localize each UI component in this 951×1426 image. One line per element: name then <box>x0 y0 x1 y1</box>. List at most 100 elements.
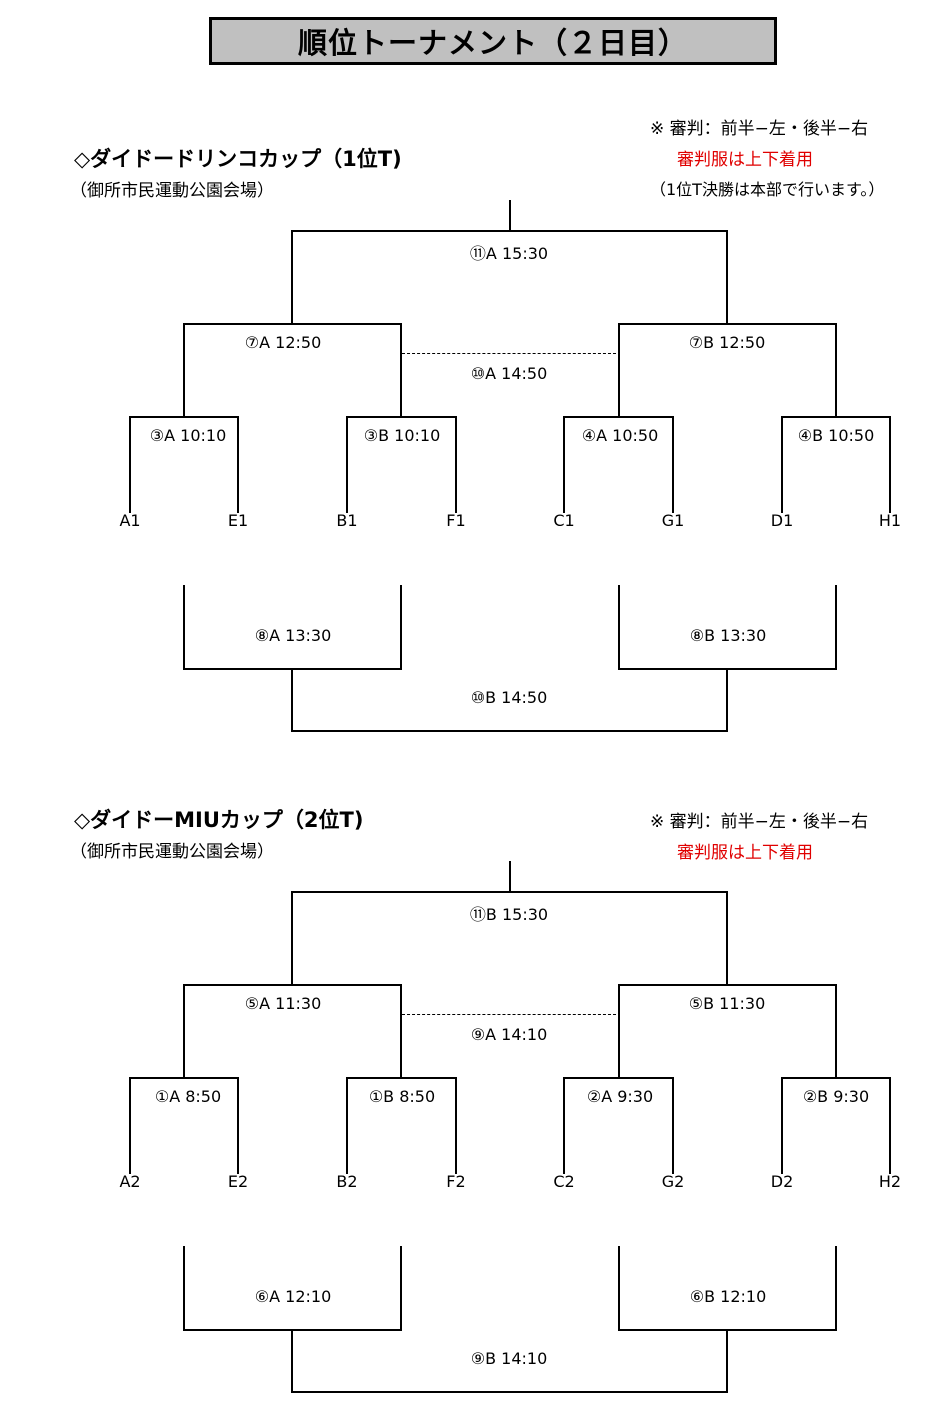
quarterfinal-1-label: ①A 8:50 <box>154 1087 222 1106</box>
team-slot: G2 <box>661 1172 685 1191</box>
bracket-line <box>455 1077 457 1174</box>
quarterfinal-2-label: ③B 10:10 <box>363 426 441 445</box>
bracket-line <box>129 1077 239 1079</box>
team-slot: C1 <box>553 511 575 530</box>
quarterfinal-4-label: ②B 9:30 <box>802 1087 870 1106</box>
page-title: 順位トーナメント（２日目） <box>209 17 777 65</box>
consolation-left-label: ⑧A 13:30 <box>254 626 332 645</box>
bracket-line <box>237 416 239 513</box>
bracket-line <box>781 416 783 513</box>
bracket-line <box>291 891 728 893</box>
quarterfinal-3-label: ④A 10:50 <box>581 426 659 445</box>
bracket-line <box>183 984 402 986</box>
bracket-line <box>563 1077 674 1079</box>
bracket-line <box>183 585 185 668</box>
bracket-line <box>346 1077 348 1174</box>
semifinal-left-label: ⑤A 11:30 <box>244 994 322 1013</box>
bracket-line <box>183 984 185 1077</box>
bracket-line <box>618 323 837 325</box>
team-slot: E2 <box>227 1172 249 1191</box>
bracket-line <box>835 1246 837 1329</box>
bracket-line <box>455 416 457 513</box>
bracket-line <box>129 416 131 513</box>
team-slot: B1 <box>336 511 358 530</box>
bracket-line <box>726 668 728 730</box>
bracket-line <box>618 984 837 986</box>
bracket-line <box>781 416 891 418</box>
section1-heading: ◇ダイドードリンコカップ（1位T) <box>74 147 402 171</box>
third-place-match-label: ⑨A 14:10 <box>470 1025 548 1044</box>
final-match-label: ⑪B 15:30 <box>469 905 549 924</box>
bracket-line <box>672 1077 674 1174</box>
bracket-line <box>726 891 728 984</box>
section1-venue: （御所市民運動公園会場） <box>70 181 274 201</box>
section1-final-note: （1位T決勝は本部で行います。） <box>650 180 885 199</box>
consolation-right-label: ⑥B 12:10 <box>689 1287 767 1306</box>
bracket-line <box>835 984 837 1077</box>
bracket-line <box>509 861 511 891</box>
semifinal-left-label: ⑦A 12:50 <box>244 333 322 352</box>
bracket-line <box>346 1077 457 1079</box>
bracket-line <box>400 585 402 668</box>
bracket-line <box>618 984 620 1077</box>
team-slot: D1 <box>770 511 794 530</box>
bracket-line <box>509 200 511 230</box>
consolation-left-label: ⑥A 12:10 <box>254 1287 332 1306</box>
bracket-line <box>835 585 837 668</box>
consolation-final-label: ⑨B 14:10 <box>470 1349 548 1368</box>
bracket-line <box>129 416 239 418</box>
bracket-line <box>618 1246 620 1329</box>
bracket-line <box>291 230 293 323</box>
bracket-line <box>781 1077 783 1174</box>
team-slot: F2 <box>446 1172 466 1191</box>
bracket-line <box>726 1329 728 1391</box>
section1-referee-note: ※ 審判：前半−左・後半−右 <box>650 119 869 139</box>
section2-venue: （御所市民運動公園会場） <box>70 842 274 862</box>
bracket-line <box>291 668 293 730</box>
bracket-line <box>835 323 837 416</box>
bracket-line <box>400 323 402 416</box>
final-match-label: ⑪A 15:30 <box>469 244 549 263</box>
team-slot: D2 <box>770 1172 794 1191</box>
team-slot: H2 <box>878 1172 902 1191</box>
team-slot: G1 <box>661 511 685 530</box>
section1-uniform-note: 審判服は上下着用 <box>677 150 813 170</box>
consolation-right-label: ⑧B 13:30 <box>689 626 767 645</box>
quarterfinal-3-label: ②A 9:30 <box>586 1087 654 1106</box>
third-place-connector <box>402 353 616 354</box>
team-slot: C2 <box>553 1172 575 1191</box>
bracket-line <box>237 1077 239 1174</box>
section2-referee-note: ※ 審判：前半−左・後半−右 <box>650 812 869 832</box>
bracket-line <box>400 1246 402 1329</box>
bracket-line <box>183 323 185 416</box>
bracket-line <box>672 416 674 513</box>
bracket-line <box>563 416 674 418</box>
bracket-line <box>129 1077 131 1174</box>
bracket-line <box>346 416 457 418</box>
bracket-line <box>400 984 402 1077</box>
consolation-final-label: ⑩B 14:50 <box>470 688 548 707</box>
bracket-line <box>781 1077 891 1079</box>
third-place-match-label: ⑩A 14:50 <box>470 364 548 383</box>
third-place-connector <box>402 1014 616 1015</box>
bracket-line <box>889 1077 891 1174</box>
team-slot: E1 <box>227 511 249 530</box>
team-slot: A1 <box>119 511 141 530</box>
team-slot: F1 <box>446 511 466 530</box>
bracket-line <box>291 230 728 232</box>
team-slot: H1 <box>878 511 902 530</box>
bracket-line <box>618 585 620 668</box>
bracket-line <box>291 1391 728 1393</box>
team-slot: A2 <box>119 1172 141 1191</box>
quarterfinal-2-label: ①B 8:50 <box>368 1087 436 1106</box>
bracket-line <box>183 1246 185 1329</box>
quarterfinal-1-label: ③A 10:10 <box>149 426 227 445</box>
bracket-line <box>726 230 728 323</box>
bracket-line <box>563 1077 565 1174</box>
bracket-line <box>346 416 348 513</box>
bracket-line <box>183 323 402 325</box>
bracket-line <box>291 1329 293 1391</box>
bracket-line <box>291 891 293 984</box>
bracket-line <box>563 416 565 513</box>
bracket-line <box>618 323 620 416</box>
